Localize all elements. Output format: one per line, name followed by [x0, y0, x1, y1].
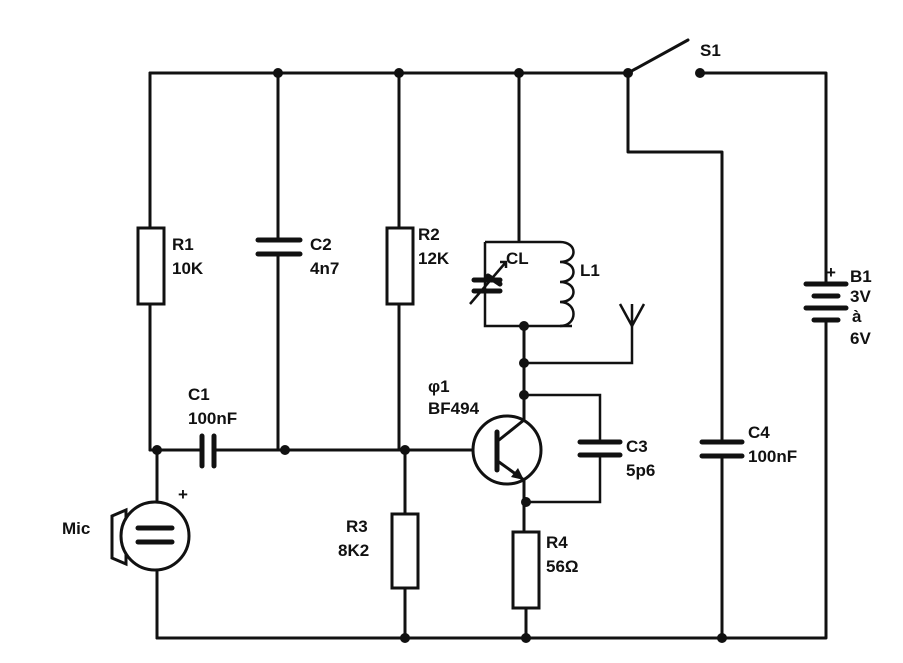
r3-body	[390, 512, 420, 590]
junction-dot	[400, 445, 410, 455]
capacitor-c4: C4 100nF	[699, 423, 797, 466]
r2-body	[385, 226, 415, 306]
q1-emitter-arrow	[511, 468, 524, 480]
r3-label: R3	[346, 517, 368, 536]
antenna-symbol	[618, 303, 646, 329]
l1-coil	[559, 240, 575, 328]
junction-dot	[519, 390, 529, 400]
q1-label: φ1	[428, 377, 450, 396]
junction-dot	[514, 68, 524, 78]
mic-polarity: +	[178, 485, 188, 504]
r4-value: 56Ω	[546, 557, 579, 576]
junction-dot	[273, 68, 283, 78]
b1-label: B1	[850, 267, 872, 286]
capacitor-c2: C2 4n7	[255, 235, 339, 278]
r4-label: R4	[546, 533, 568, 552]
r1-body	[136, 226, 166, 306]
c2-label: C2	[310, 235, 332, 254]
c2-value: 4n7	[310, 259, 339, 278]
resistor-r3: R3 8K2	[338, 512, 420, 590]
transistor-q1: φ1 BF494	[428, 377, 543, 486]
switch-contact	[695, 68, 705, 78]
switch-s1: S1	[626, 38, 721, 78]
r1-label: R1	[172, 235, 194, 254]
cl-label: CL	[506, 249, 529, 268]
variable-capacitor-cl: CL	[469, 249, 529, 305]
c4-value: 100nF	[748, 447, 797, 466]
capacitor-c1: C1 100nF	[188, 385, 237, 469]
mic-label: Mic	[62, 519, 90, 538]
battery-top-wire	[698, 71, 828, 284]
r2-label: R2	[418, 225, 440, 244]
wires	[148, 71, 828, 640]
mic-envelope	[119, 500, 191, 572]
c3-bottom-wire	[526, 456, 602, 504]
c3-value: 5p6	[626, 461, 655, 480]
q1-value: BF494	[428, 399, 480, 418]
junction-dot	[717, 633, 727, 643]
c1-label: C1	[188, 385, 210, 404]
c1-value: 100nF	[188, 409, 237, 428]
inductor-l1: L1	[559, 240, 600, 328]
resistor-r4: R4 56Ω	[511, 530, 579, 610]
c3-label: C3	[626, 437, 648, 456]
junction-dot	[280, 445, 290, 455]
junction-dot	[519, 358, 529, 368]
junction-dot	[521, 497, 531, 507]
junction-dot	[394, 68, 404, 78]
junction-dot	[152, 445, 162, 455]
junction-dot	[400, 633, 410, 643]
battery-b1: + B1 3V à 6V	[803, 263, 872, 348]
r3-value: 8K2	[338, 541, 369, 560]
r4-body	[511, 530, 541, 610]
c3-top-wire	[524, 393, 602, 440]
c4-label: C4	[748, 423, 770, 442]
r2-value: 12K	[418, 249, 450, 268]
tank-loop-wire	[483, 240, 572, 328]
s1-label: S1	[700, 41, 721, 60]
cl-arrow	[469, 260, 508, 305]
junction-dot	[519, 321, 529, 331]
battery-bottom-wire	[720, 320, 828, 640]
antenna-feed-wire	[524, 320, 634, 365]
c4-top-wire	[626, 71, 724, 442]
q1-collector-lead	[497, 418, 526, 442]
junction-dot	[521, 633, 531, 643]
l1-label: L1	[580, 261, 600, 280]
switch-lever	[626, 38, 690, 75]
antenna-icon	[618, 303, 646, 329]
capacitor-c3: C3 5p6	[577, 437, 655, 480]
b1-value-line1: 3V	[850, 287, 871, 306]
resistor-r2: R2 12K	[385, 225, 450, 306]
resistor-r1: R1 10K	[136, 226, 204, 306]
r1-value: 10K	[172, 259, 204, 278]
b1-value-line3: 6V	[850, 329, 871, 348]
junctions	[152, 68, 727, 643]
microphone-mic: + Mic	[62, 485, 191, 572]
b1-polarity: +	[826, 263, 836, 282]
b1-value-line2: à	[852, 307, 862, 326]
q1-envelope	[471, 414, 543, 486]
